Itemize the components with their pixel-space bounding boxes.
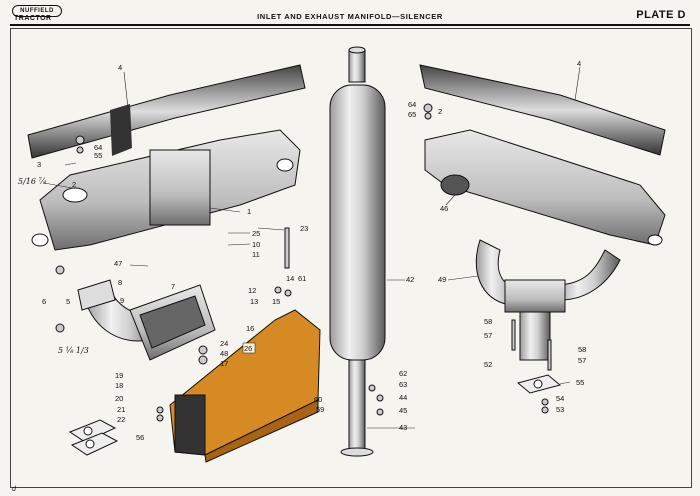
callout-54: 54 [556,394,565,403]
callout-21: 21 [117,405,126,414]
callout-65: 65 [408,110,417,119]
heat-shield-left [27,64,306,159]
callout-2-right: 2 [438,107,443,116]
callout-58-left: 58 [484,317,493,326]
silencer [329,46,386,457]
heat-shield-right [419,64,666,156]
callout-14: 14 [286,274,295,283]
callout-62: 62 [399,369,408,378]
callout-15: 15 [272,297,281,306]
callout-52: 52 [484,360,493,369]
callout-10: 10 [252,240,261,249]
callout-12: 12 [248,286,257,295]
callout-55-right: 55 [576,378,585,387]
callout-49: 49 [438,275,447,284]
callout-46: 46 [440,204,449,213]
heater-box [129,284,216,361]
callout-25: 25 [252,229,261,238]
callout-47: 47 [114,259,123,268]
callout-60: 60 [314,395,323,404]
callout-53: 53 [556,405,565,414]
callout-42: 42 [406,275,415,284]
callout-19: 19 [115,371,124,380]
brand-badge: NUFFIELD [12,5,62,17]
callout-64: 64 [94,143,103,152]
footer-mark: d [12,486,16,493]
callout-58-right: 58 [578,345,587,354]
callout-4-right: 4 [577,59,582,68]
plate-title: INLET AND EXHAUST MANIFOLD—SILENCER [257,12,443,21]
callout-1: 1 [247,207,252,216]
callout-57-left: 57 [484,331,493,340]
manifold-right [424,129,666,246]
callout-48: 48 [220,349,229,358]
y-pipe-right [475,239,621,361]
callout-20: 20 [115,394,124,403]
callout-59: 59 [316,405,325,414]
callout-26: 26 [244,344,253,353]
callout-8: 8 [118,278,123,287]
callout-2: 2 [72,180,77,189]
callout-56: 56 [136,433,145,442]
gasket-56 [68,419,119,456]
callout-22: 22 [117,415,126,424]
drawing-frame [10,28,692,488]
callout-43: 43 [399,423,408,432]
leader-lines [43,66,581,429]
callout-18: 18 [115,381,124,390]
callout-4: 4 [118,63,123,72]
callout-6: 6 [42,297,47,306]
model-label: TRACTOR [14,15,52,22]
callout-23: 23 [300,224,309,233]
plate-number: PLATE D [636,9,686,21]
callout-44: 44 [399,393,408,402]
callout-11: 11 [252,250,260,259]
manifold-left [31,129,301,251]
callout-24: 24 [220,339,229,348]
callout-45: 45 [399,406,408,415]
fixings [55,103,552,422]
heat-guard-highlighted [169,309,321,463]
callout-9: 9 [120,296,125,305]
callout-57-right: 57 [578,356,587,365]
callout-63: 63 [399,380,408,389]
callout-64-right: 64 [408,100,417,109]
callout-55: 55 [94,151,103,160]
gasket-55 [516,374,562,394]
callout-3: 3 [37,160,42,169]
header-rule [10,24,690,26]
callout-5: 5 [66,297,71,306]
callout-61: 61 [298,274,307,283]
callout-5-hand: 5 ⅛ 1/3 [58,346,89,355]
callout-17: 17 [220,359,229,368]
callout-16: 16 [246,324,255,333]
callout-7: 7 [171,282,176,291]
callout-5-16: 5/16 ⅞ [18,177,47,186]
callout-13: 13 [250,297,259,306]
